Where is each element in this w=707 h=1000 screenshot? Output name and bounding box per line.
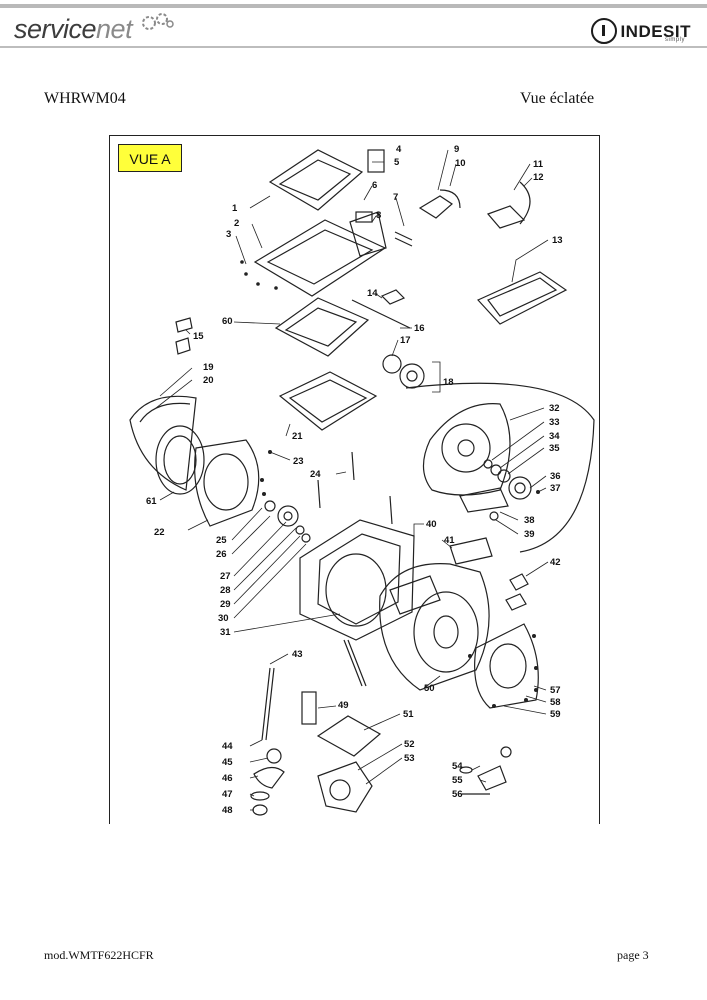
part-number: 29 xyxy=(220,599,231,610)
part-number: 49 xyxy=(338,700,349,711)
part-number: 31 xyxy=(220,627,231,638)
part-number: 21 xyxy=(292,431,303,442)
drain-pump xyxy=(317,761,373,813)
part-number: 59 xyxy=(550,709,561,720)
part-number: 14 xyxy=(367,288,378,299)
part-number: 39 xyxy=(524,529,535,540)
part-number: 56 xyxy=(452,789,463,800)
top-cover-inner xyxy=(266,229,374,285)
part-number: 4 xyxy=(396,144,402,155)
document-view-title: Vue éclatée xyxy=(520,90,595,107)
document-code: WHRWM04 xyxy=(44,90,126,107)
part-number: 12 xyxy=(533,172,544,183)
part-number: 16 xyxy=(414,323,425,334)
part-number: 61 xyxy=(146,496,157,507)
part-number: 3 xyxy=(226,229,231,240)
part-number: 41 xyxy=(444,535,455,546)
part-number: 43 xyxy=(292,649,303,660)
indesit-emblem-icon xyxy=(591,18,618,44)
gasket-ring xyxy=(274,297,370,357)
part-number: 37 xyxy=(550,483,561,494)
part-number: 26 xyxy=(216,549,227,560)
part-number: 47 xyxy=(222,789,233,800)
outer-tub xyxy=(299,519,415,641)
part-number: 13 xyxy=(552,235,563,246)
part-number: 7 xyxy=(393,192,398,203)
footer-model: mod.WMTF622HCFR xyxy=(44,948,154,962)
front-plate xyxy=(474,623,539,709)
part-number: 19 xyxy=(203,362,214,373)
part-number: 6 xyxy=(372,180,377,191)
part-number: 18 xyxy=(443,377,454,388)
control-panel xyxy=(476,271,568,325)
part-number: 44 xyxy=(222,741,233,752)
part-number: 46 xyxy=(222,773,233,784)
part-number: 25 xyxy=(216,535,227,546)
part-number: 11 xyxy=(533,159,544,170)
part-number: 22 xyxy=(154,527,165,538)
part-number: 51 xyxy=(403,709,414,720)
side-plate-left xyxy=(194,439,260,527)
part-number: 40 xyxy=(426,519,437,530)
detergent-drawer xyxy=(349,211,387,257)
header-bottom-rule xyxy=(0,46,707,48)
side-door xyxy=(129,395,197,491)
part-number: 36 xyxy=(550,471,561,482)
footer-page: page 3 xyxy=(617,948,649,962)
part-number: 9 xyxy=(454,144,459,155)
part-number: 58 xyxy=(550,697,561,708)
header-top-rule xyxy=(0,4,707,8)
part-number: 5 xyxy=(394,157,400,168)
part-number: 8 xyxy=(376,210,381,221)
part-number: 48 xyxy=(222,805,233,816)
frame-21 xyxy=(278,371,378,431)
part-number: 57 xyxy=(550,685,561,696)
header-bar: servicenet INDESIT simply xyxy=(0,0,707,54)
part-number: 42 xyxy=(550,557,561,568)
part-number: 1 xyxy=(232,203,238,214)
part-number: 32 xyxy=(549,403,560,414)
part-number: 2 xyxy=(234,218,239,229)
part-number: 55 xyxy=(452,775,463,786)
part-number: 15 xyxy=(193,331,204,342)
part-number: 38 xyxy=(524,515,535,526)
part-number: 23 xyxy=(293,456,304,467)
part-number: 27 xyxy=(220,571,231,582)
part-number: 30 xyxy=(218,613,229,624)
lid-inner xyxy=(278,159,352,201)
part-number: 35 xyxy=(549,443,560,454)
servicenet-logo: servicenet xyxy=(14,14,133,44)
part-number-labels: 1 2 3 4 5 6 7 8 9 10 11 12 13 14 15 16 1… xyxy=(146,144,563,816)
gear-icon xyxy=(142,13,174,30)
part-number: 52 xyxy=(404,739,415,750)
drum xyxy=(379,563,490,691)
part-number: 10 xyxy=(455,158,466,169)
rear-drum-plate xyxy=(422,403,511,496)
part-number: 50 xyxy=(424,683,435,694)
part-number: 53 xyxy=(404,753,415,764)
part-number: 20 xyxy=(203,375,214,386)
lid-frame xyxy=(268,149,364,211)
part-number: 33 xyxy=(549,417,560,428)
part-number: 45 xyxy=(222,757,233,768)
part-number: 28 xyxy=(220,585,231,596)
part-number: 60 xyxy=(222,316,233,327)
part-number: 34 xyxy=(549,431,560,442)
view-label: VUE A xyxy=(118,144,182,172)
part-number: 24 xyxy=(310,469,321,480)
diagram-frame xyxy=(109,135,600,824)
part-number: 17 xyxy=(400,335,411,346)
part-number: 54 xyxy=(452,761,463,772)
indesit-logo: INDESIT simply xyxy=(591,18,691,44)
